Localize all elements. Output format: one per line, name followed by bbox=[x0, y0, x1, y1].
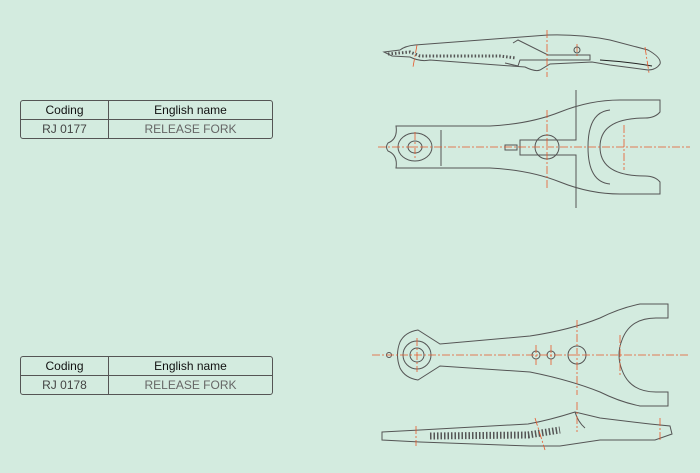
part-table-rj0177: Coding English name RJ 0177 RELEASE FORK bbox=[20, 100, 273, 139]
table-header: Coding English name bbox=[21, 101, 272, 119]
coding-value: RJ 0177 bbox=[21, 120, 109, 138]
rj0177-side-view bbox=[382, 30, 661, 77]
coding-value: RJ 0178 bbox=[21, 376, 109, 394]
table-row: RJ 0177 RELEASE FORK bbox=[21, 119, 272, 138]
rj0178-side-view bbox=[381, 402, 673, 451]
coding-header: Coding bbox=[21, 357, 109, 375]
part-table-rj0178: Coding English name RJ 0178 RELEASE FORK bbox=[20, 356, 273, 395]
coding-header: Coding bbox=[21, 101, 109, 119]
rj0177-top-view bbox=[378, 90, 690, 208]
english-name-value: RELEASE FORK bbox=[144, 122, 237, 136]
rj0178-top-view bbox=[372, 303, 688, 407]
english-name-header: English name bbox=[154, 359, 227, 373]
table-row: RJ 0178 RELEASE FORK bbox=[21, 375, 272, 394]
english-name-header: English name bbox=[154, 103, 227, 117]
table-header: Coding English name bbox=[21, 357, 272, 375]
english-name-value: RELEASE FORK bbox=[144, 378, 237, 392]
